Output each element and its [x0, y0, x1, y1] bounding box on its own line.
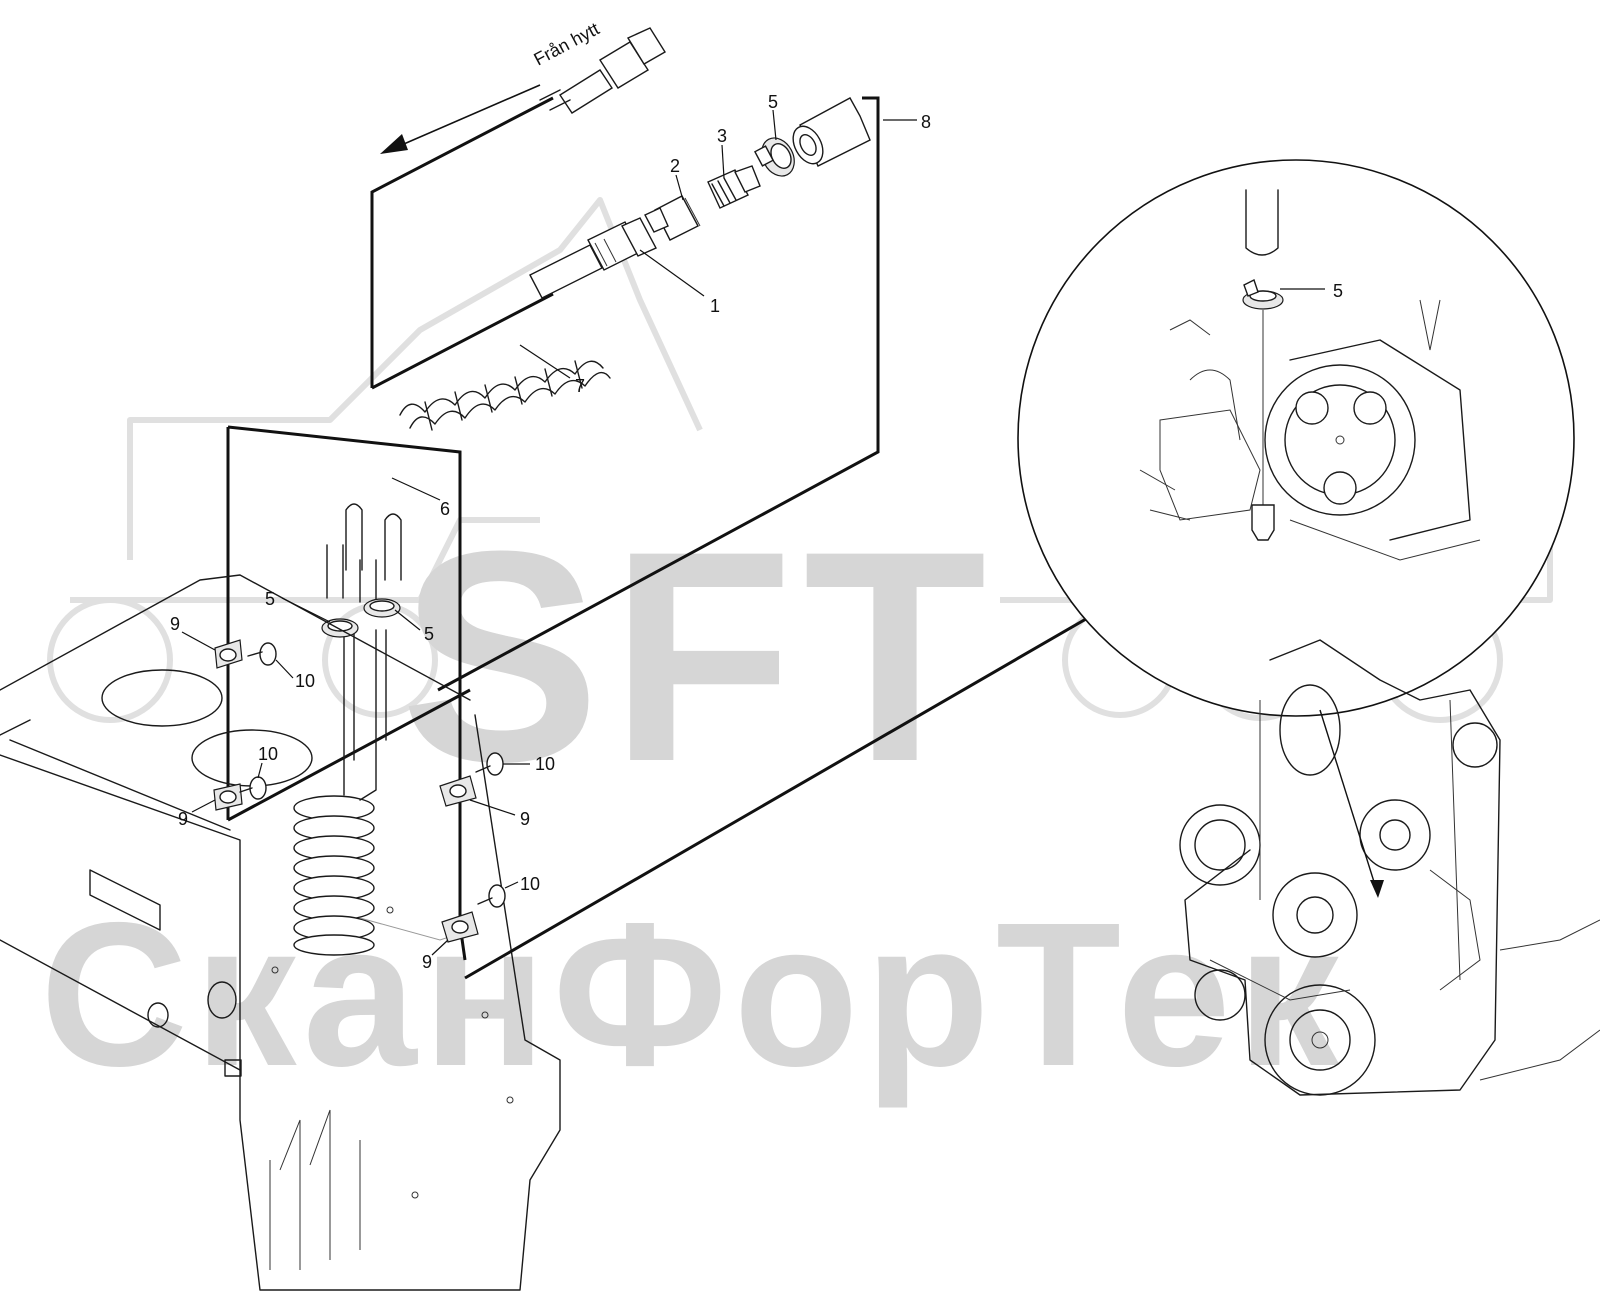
part-8-hose [792, 97, 871, 167]
part-9-clip-d [441, 911, 479, 943]
part-3-nipple [707, 165, 761, 209]
part-10-bolt-a [247, 642, 277, 666]
watermark-brand: SFT [400, 488, 997, 824]
part-7-spiral-guard [399, 360, 611, 431]
detail-pointer-line [1319, 709, 1376, 886]
exploded-view-frame-left [226, 425, 471, 961]
exploded-view-frame-top [370, 96, 880, 692]
detail-pointer-arrow-icon [1370, 880, 1384, 898]
callout-10-a: 10 [295, 671, 315, 691]
part-9-clip-b [213, 783, 243, 811]
part-1-hose-end [529, 217, 657, 299]
callout-5-right: 5 [424, 624, 434, 644]
callout-1: 1 [710, 296, 720, 316]
callout-6: 6 [440, 499, 450, 519]
callout-9-c: 9 [520, 809, 530, 829]
callout-9-d: 9 [422, 952, 432, 972]
callout-5-top: 5 [768, 92, 778, 112]
part-6-pipe-loop [326, 503, 402, 761]
cab-hose-fitting [539, 27, 666, 114]
callout-10-c: 10 [535, 754, 555, 774]
detail-magnifier [1017, 159, 1575, 717]
callout-8: 8 [921, 112, 931, 132]
flow-arrow-head-icon [380, 134, 408, 154]
callout-5-detail: 5 [1333, 281, 1343, 301]
callout-7: 7 [575, 376, 585, 396]
part-10-bolt-b [239, 776, 267, 800]
part-5-hose-clamp-top [753, 137, 795, 177]
part-5-hose-clamp-right [363, 598, 401, 618]
callout-5-left: 5 [265, 589, 275, 609]
part-10-bolt-d [477, 884, 506, 908]
callout-10-b: 10 [258, 744, 278, 764]
callout-9-b: 9 [178, 809, 188, 829]
callout-3: 3 [717, 126, 727, 146]
part-9-clip-c [439, 775, 477, 807]
callout-9-a: 9 [170, 614, 180, 634]
part-2-adapter [644, 195, 701, 241]
part-5-hose-clamp-left [321, 618, 359, 638]
leader-lines [181, 109, 1325, 956]
part-9-clip-a [214, 639, 243, 669]
flow-annotation: Från hytt [380, 19, 603, 154]
flow-arrow-line [389, 84, 541, 151]
callout-10-d: 10 [520, 874, 540, 894]
engine-assembly [1179, 639, 1600, 1096]
callouts: 1 2 3 5 8 7 6 5 5 5 9 10 10 9 10 9 10 9 [170, 92, 1343, 972]
watermark-company: СканФорТек [40, 880, 1346, 1109]
flow-label: Från hytt [530, 19, 602, 70]
heater-coil [293, 739, 377, 956]
callout-2: 2 [670, 156, 680, 176]
